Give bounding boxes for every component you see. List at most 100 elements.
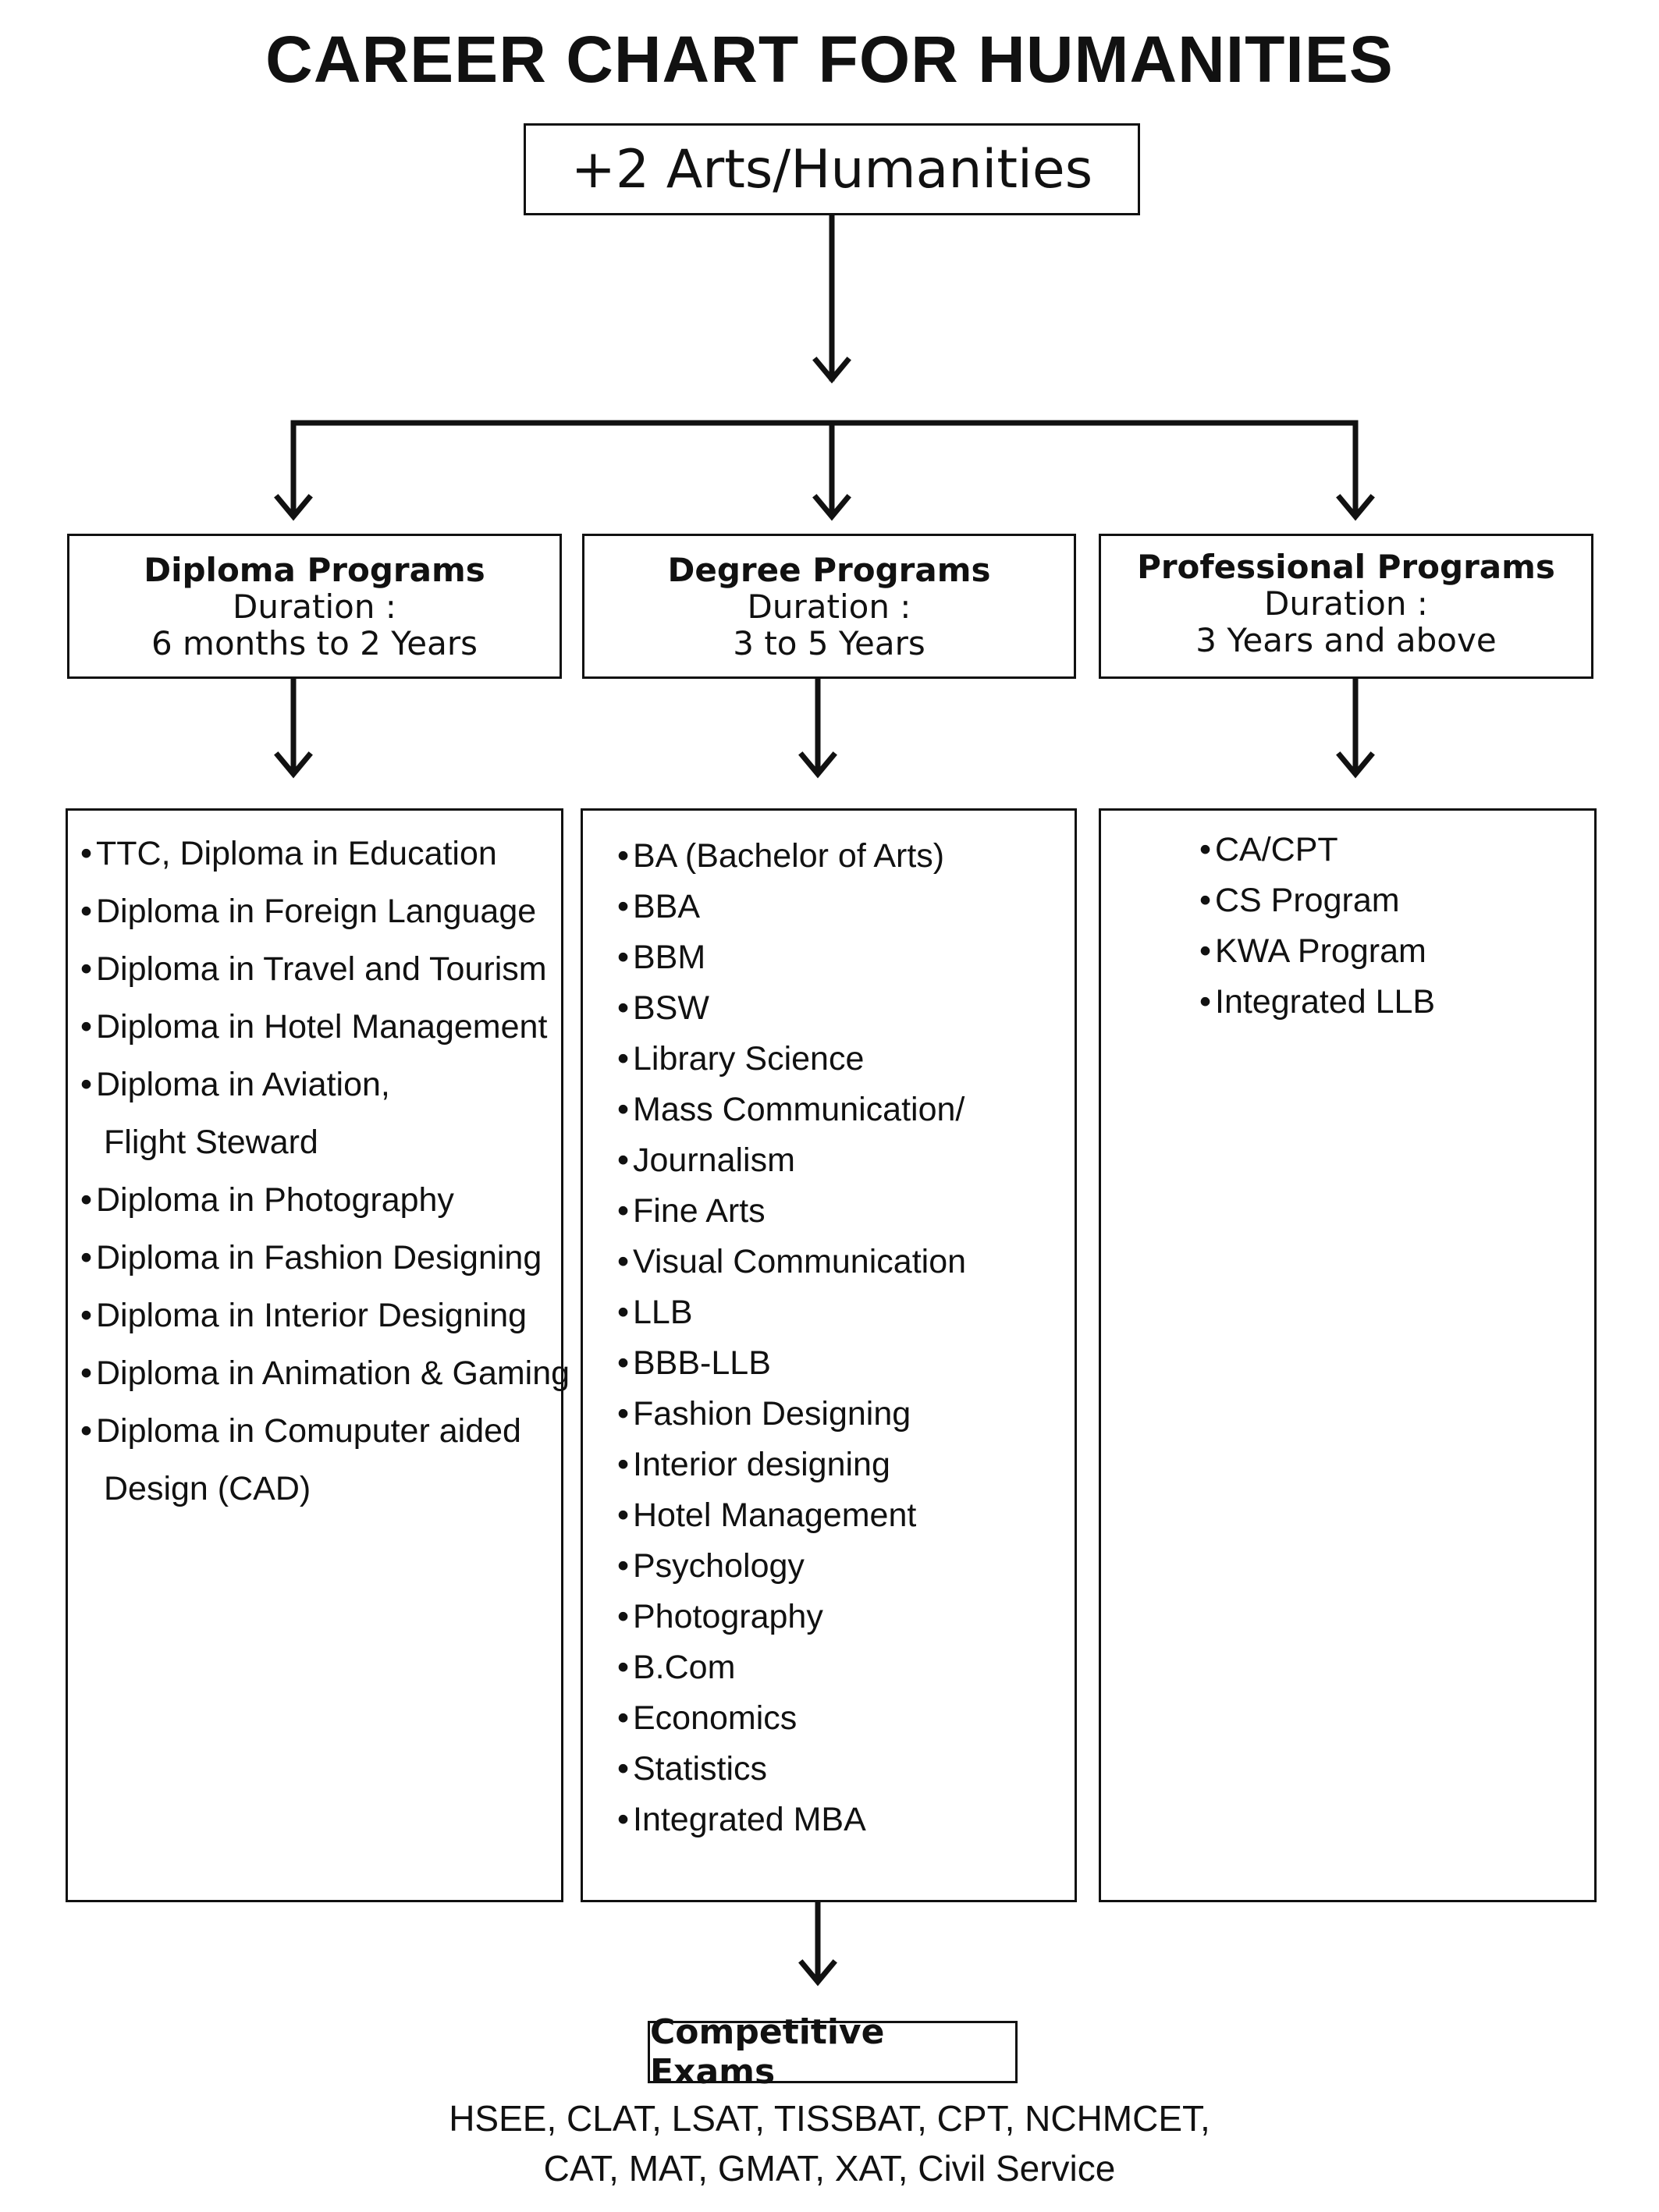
diploma-item-text: Diploma in Animation & Gaming <box>96 1355 570 1392</box>
degree-item: •BSW <box>617 983 1075 1034</box>
bullet-icon: • <box>80 950 93 988</box>
degree-item-text: BSW <box>633 989 709 1027</box>
bullet-icon: • <box>617 1649 630 1686</box>
degree-item-text: BBA <box>633 888 701 925</box>
diploma-item: •Diploma in Foreign Language <box>80 882 561 940</box>
degree-item: •Fine Arts <box>617 1186 1075 1237</box>
degree-item: •Journalism <box>617 1135 1075 1186</box>
degree-item-text: Psychology <box>633 1547 805 1585</box>
professional-item-text: CA/CPT <box>1215 831 1338 868</box>
competitive-exams-box: Competitive Exams <box>648 2012 1018 2092</box>
degree-duration: 3 to 5 Years <box>733 623 925 662</box>
degree-item: •Library Science <box>617 1034 1075 1085</box>
degree-item-text: B.Com <box>633 1649 736 1686</box>
professional-item: •Integrated LLB <box>1199 977 1594 1028</box>
degree-item: •Integrated MBA <box>617 1795 1075 1845</box>
degree-item: •BA (Bachelor of Arts) <box>617 831 1075 882</box>
bullet-icon: • <box>617 1142 630 1179</box>
diploma-item-continuation: Design (CAD) <box>104 1470 311 1507</box>
bullet-icon: • <box>1199 932 1212 970</box>
degree-list: •BA (Bachelor of Arts)•BBA•BBM•BSW•Libra… <box>583 811 1075 1845</box>
degree-item-text: Hotel Management <box>633 1497 917 1534</box>
diploma-item: •Diploma in Interior Designing <box>80 1287 561 1344</box>
degree-duration-label: Duration : <box>747 587 911 626</box>
degree-item-text: BBM <box>633 939 706 976</box>
degree-item: •Mass Communication/ <box>617 1085 1075 1135</box>
degree-item: •B.Com <box>617 1642 1075 1693</box>
professional-to-list-arrowhead <box>1336 751 1375 779</box>
diploma-duration: 6 months to 2 Years <box>151 623 478 662</box>
degree-item: •Statistics <box>617 1744 1075 1795</box>
bullet-icon: • <box>617 1547 630 1585</box>
bullet-icon: • <box>617 1446 630 1483</box>
root-down-arrowhead <box>812 357 851 384</box>
professional-duration-label: Duration : <box>1264 584 1428 623</box>
degree-item: •Psychology <box>617 1541 1075 1592</box>
diploma-item-text: Diploma in Comuputer aided <box>96 1412 521 1450</box>
bullet-icon: • <box>617 1192 630 1230</box>
diploma-item-text: Diploma in Hotel Management <box>96 1008 548 1046</box>
professional-item-text: Integrated LLB <box>1215 983 1436 1021</box>
professional-item-text: CS Program <box>1215 882 1400 919</box>
branch-professional-arrowhead <box>1336 494 1375 521</box>
degree-item-text: Economics <box>633 1699 798 1737</box>
diploma-list: •TTC, Diploma in Education•Diploma in Fo… <box>68 811 570 1518</box>
degree-list-box: •BA (Bachelor of Arts)•BBA•BBM•BSW•Libra… <box>581 808 1077 1902</box>
professional-list-box: •CA/CPT•CS Program•KWA Program•Integrate… <box>1099 808 1597 1902</box>
bullet-icon: • <box>1199 983 1212 1021</box>
bullet-icon: • <box>617 837 630 875</box>
diploma-list-box: •TTC, Diploma in Education•Diploma in Fo… <box>66 808 570 1902</box>
diploma-to-list-arrowhead <box>274 751 313 779</box>
bullet-icon: • <box>617 989 630 1027</box>
bullet-icon: • <box>617 888 630 925</box>
diploma-item: •Diploma in Fashion Designing <box>80 1229 561 1287</box>
diploma-item: •Diploma in Photography <box>80 1171 561 1229</box>
diploma-item-text: Diploma in Photography <box>96 1181 454 1219</box>
diploma-item-text: Diploma in Foreign Language <box>96 893 537 930</box>
diploma-duration-label: Duration : <box>233 587 396 626</box>
chart-title: CAREER CHART FOR HUMANITIES <box>265 23 1394 96</box>
bullet-icon: • <box>80 835 93 872</box>
diploma-item-text: Diploma in Interior Designing <box>96 1297 528 1334</box>
bullet-icon: • <box>617 1497 630 1534</box>
bullet-icon: • <box>617 1699 630 1737</box>
degree-category-title: Degree Programs <box>667 550 991 589</box>
bullet-icon: • <box>80 1355 93 1392</box>
branch-diploma-arrowhead <box>274 494 313 521</box>
degree-item: •Interior designing <box>617 1440 1075 1490</box>
bullet-icon: • <box>1199 882 1212 919</box>
degree-item-text: Mass Communication/ <box>633 1091 965 1128</box>
bullet-icon: • <box>617 1395 630 1433</box>
degree-item-text: Interior designing <box>633 1446 890 1483</box>
degree-item-text: BBB-LLB <box>633 1344 771 1382</box>
professional-item: •KWA Program <box>1199 926 1594 977</box>
bullet-icon: • <box>1199 831 1212 868</box>
bullet-icon: • <box>617 1091 630 1128</box>
degree-item-text: LLB <box>633 1294 693 1331</box>
degree-item-text: Photography <box>633 1598 823 1635</box>
professional-list: •CA/CPT•CS Program•KWA Program•Integrate… <box>1101 811 1594 1028</box>
degree-item: •LLB <box>617 1287 1075 1338</box>
diploma-item: •Diploma in Hotel Management <box>80 998 561 1056</box>
bullet-icon: • <box>80 1181 93 1219</box>
exam-list-line-1: HSEE, CLAT, LSAT, TISSBAT, CPT, NCHMCET, <box>449 2098 1210 2139</box>
degree-item-text: Fashion Designing <box>633 1395 911 1433</box>
bullet-icon: • <box>617 939 630 976</box>
degree-item-text: Integrated MBA <box>633 1801 866 1838</box>
degree-item: •Hotel Management <box>617 1490 1075 1541</box>
bullet-icon: • <box>617 1344 630 1382</box>
degree-item-text: BA (Bachelor of Arts) <box>633 837 945 875</box>
degree-category-box: Degree Programs Duration : 3 to 5 Years <box>582 534 1076 679</box>
diploma-item-text: Diploma in Travel and Tourism <box>96 950 547 988</box>
diploma-item: •Diploma in Aviation,Flight Steward <box>80 1056 561 1171</box>
diploma-item: •Diploma in Animation & Gaming <box>80 1344 570 1402</box>
degree-item: •BBA <box>617 882 1075 932</box>
degree-item-text: Statistics <box>633 1750 768 1788</box>
degree-item-text: Visual Communication <box>633 1243 967 1280</box>
diploma-item-text: TTC, Diploma in Education <box>96 835 497 872</box>
professional-item: •CA/CPT <box>1199 825 1594 875</box>
diploma-item-text: Diploma in Fashion Designing <box>96 1239 542 1276</box>
bullet-icon: • <box>617 1040 630 1078</box>
bullet-icon: • <box>80 1412 93 1450</box>
